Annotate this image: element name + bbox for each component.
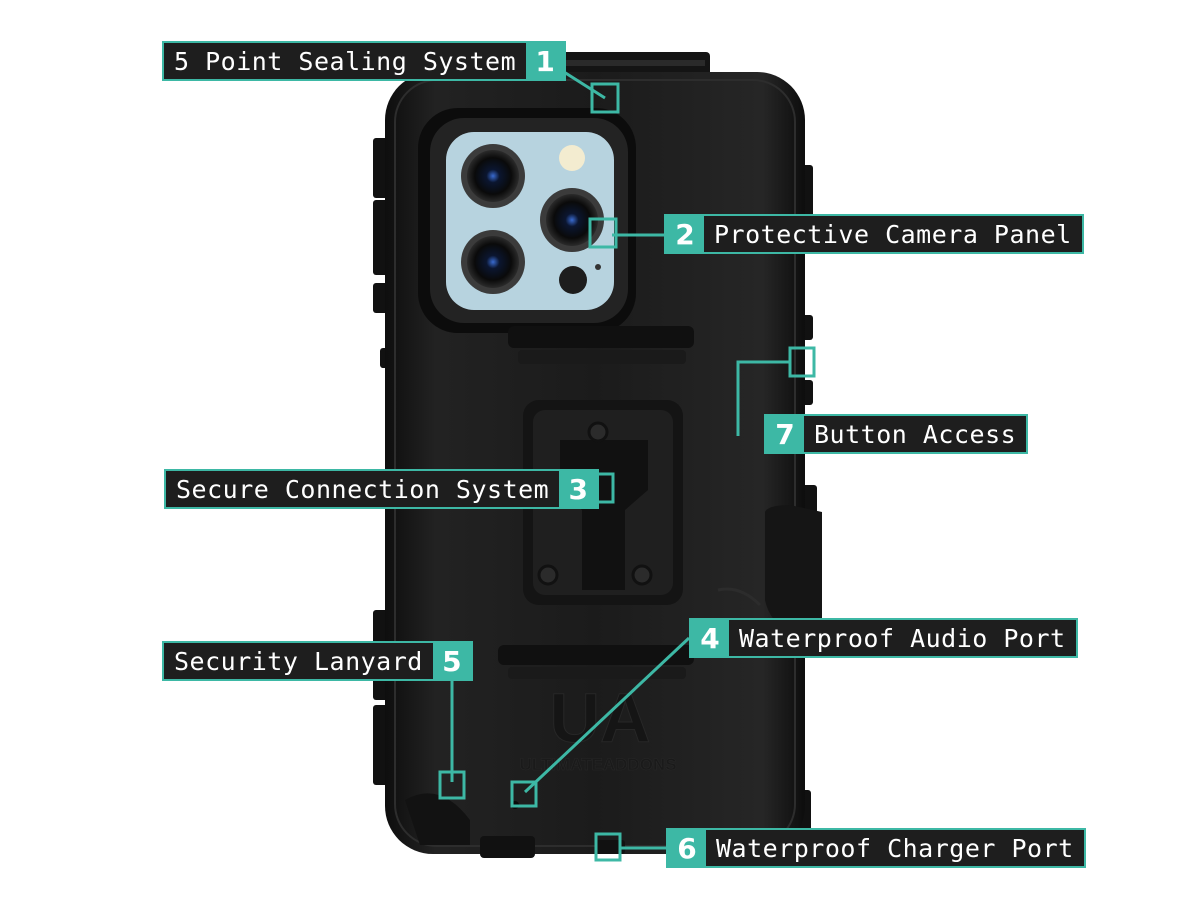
bottom-details bbox=[405, 793, 625, 858]
callout-number: 1 bbox=[526, 43, 565, 79]
callout-sealing-system: 5 Point Sealing System 1 bbox=[162, 41, 567, 81]
callout-label: Secure Connection System bbox=[166, 471, 560, 507]
callout-charger-port: 6 Waterproof Charger Port bbox=[666, 828, 1086, 868]
callout-button-access: 7 Button Access bbox=[764, 414, 1029, 454]
callout-label: Button Access bbox=[804, 416, 1027, 452]
callout-label: 5 Point Sealing System bbox=[164, 43, 527, 79]
upper-bracket bbox=[508, 326, 694, 364]
camera-panel bbox=[418, 108, 636, 333]
callout-camera-panel: 2 Protective Camera Panel bbox=[664, 214, 1084, 254]
callout-label: Waterproof Audio Port bbox=[729, 620, 1076, 656]
callout-number: 4 bbox=[691, 620, 729, 656]
brand-logo: UA bbox=[549, 679, 650, 757]
callout-number: 7 bbox=[766, 416, 804, 452]
callout-connection-system: Secure Connection System 3 bbox=[164, 469, 600, 509]
lower-bracket bbox=[498, 645, 694, 679]
callout-label: Protective Camera Panel bbox=[704, 216, 1082, 252]
callout-number: 2 bbox=[666, 216, 704, 252]
callout-audio-port: 4 Waterproof Audio Port bbox=[689, 618, 1078, 658]
callout-number: 6 bbox=[668, 830, 706, 866]
brand-name: ULTIMATEADDONS bbox=[519, 755, 676, 774]
callout-number: 3 bbox=[559, 471, 598, 507]
callout-label: Waterproof Charger Port bbox=[706, 830, 1084, 866]
callout-label: Security Lanyard bbox=[164, 643, 433, 679]
callout-security-lanyard: Security Lanyard 5 bbox=[162, 641, 473, 681]
callout-number: 5 bbox=[432, 643, 471, 679]
side-latch bbox=[765, 505, 822, 640]
